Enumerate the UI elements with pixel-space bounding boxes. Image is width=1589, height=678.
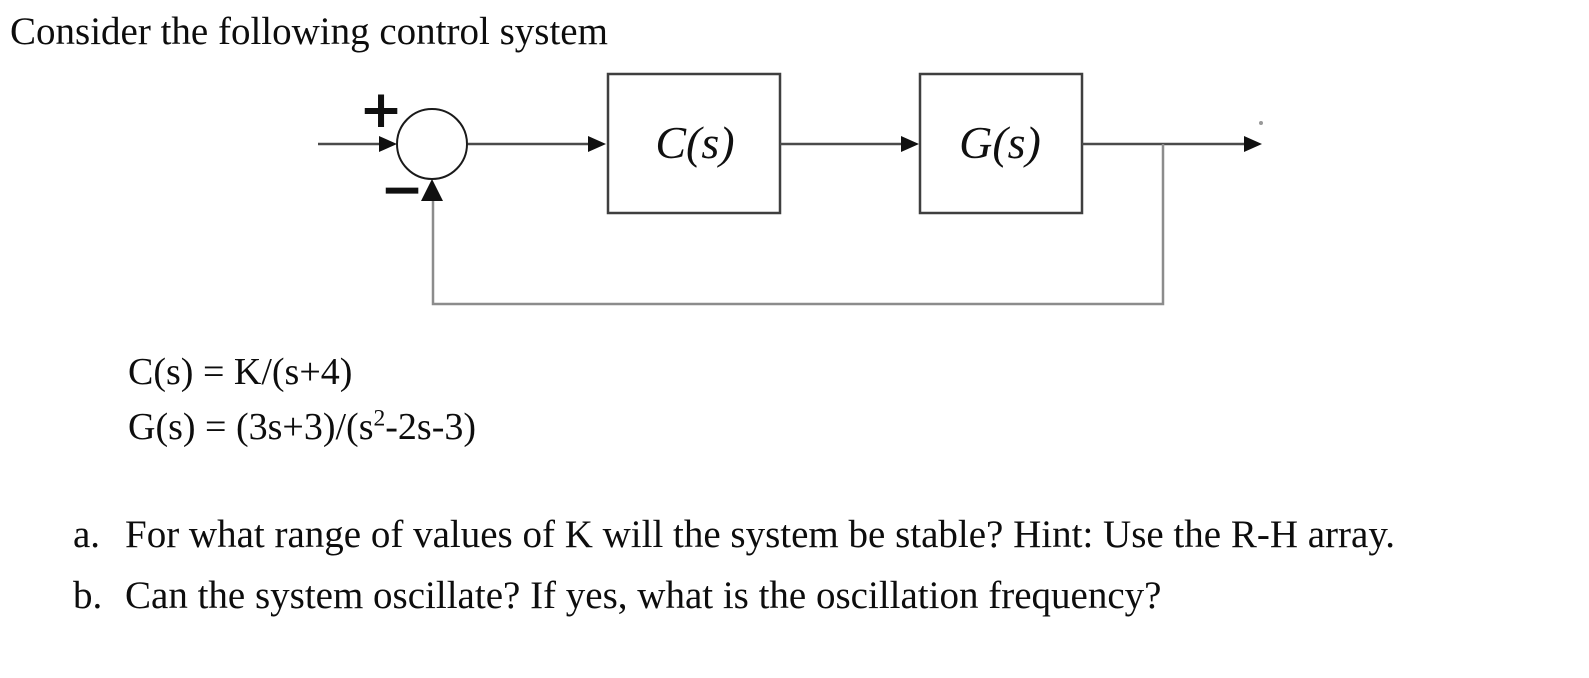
stray-dot (1259, 121, 1263, 125)
plant-input-arrowhead-icon (901, 136, 919, 152)
error-arrowhead-icon (588, 136, 606, 152)
question-b: b. Can the system oscillate? If yes, wha… (73, 565, 1395, 626)
plant-equation-post: -2s-3) (385, 406, 477, 448)
page-title: Consider the following control system (10, 10, 608, 53)
question-a: a. For what range of values of K will th… (73, 504, 1395, 565)
controller-block (606, 72, 782, 215)
question-b-text: Can the system oscillate? If yes, what i… (125, 574, 1162, 617)
controller-label: C(s) (655, 117, 734, 168)
plant-block (918, 72, 1084, 215)
feedback-path (431, 144, 1165, 306)
question-b-label: b. (73, 574, 103, 617)
plant-equation-exponent: 2 (373, 405, 386, 432)
transfer-functions: C(s) = K/(s+4) G(s) = (3s+3)/(s2-2s-3) (128, 345, 476, 455)
plant-equation: G(s) = (3s+3)/(s2-2s-3) (128, 400, 476, 455)
plus-sign: + (359, 80, 403, 140)
input-arrowhead-icon (379, 136, 397, 152)
controller-equation: C(s) = K/(s+4) (128, 351, 353, 393)
question-list: a. For what range of values of K will th… (73, 504, 1395, 626)
control-system-block-diagram: + − C(s) G(s) (318, 72, 1263, 306)
question-a-text: For what range of values of K will the s… (125, 513, 1396, 556)
output-arrowhead-icon (1244, 136, 1262, 152)
feedback-arrowhead-icon (421, 179, 443, 201)
minus-sign: − (380, 160, 424, 220)
question-a-label: a. (73, 513, 101, 556)
plant-equation-pre: G(s) = (3s+3)/(s (128, 406, 374, 448)
plant-label: G(s) (959, 117, 1041, 168)
